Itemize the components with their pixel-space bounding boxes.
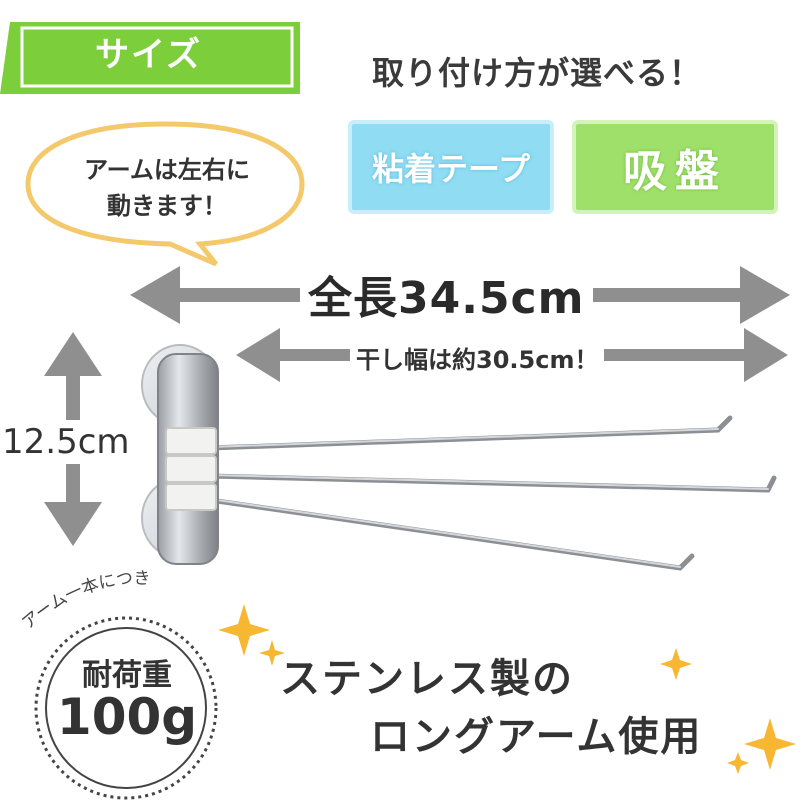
hinge-collars bbox=[165, 427, 217, 511]
suction-cup-option: 吸盤 bbox=[572, 120, 778, 214]
dry-width-label: 干し幅は約30.5cm！ bbox=[350, 340, 605, 375]
arms bbox=[207, 415, 777, 571]
feature-line-2: ロングアーム使用 bbox=[370, 714, 703, 760]
per-arm-text: アーム一本につき bbox=[18, 569, 150, 634]
total-length-label: 全長34.5cm bbox=[300, 262, 593, 326]
per-arm-arc-label: アーム一本につき bbox=[18, 569, 150, 634]
towel-bar-product bbox=[141, 344, 777, 571]
load-capacity-value: 100g bbox=[56, 688, 198, 746]
size-banner-label: サイズ bbox=[95, 35, 202, 75]
feature-line-1: ステンレス製の bbox=[280, 656, 574, 702]
mount-heading: 取り付け方が選べる！ bbox=[372, 54, 703, 92]
size-banner bbox=[0, 22, 300, 94]
load-capacity-label: 耐荷重 bbox=[82, 658, 172, 693]
speech-bubble bbox=[25, 121, 305, 267]
height-label: 12.5cm bbox=[2, 420, 130, 464]
bubble-line-1: アームは左右に bbox=[84, 156, 250, 184]
adhesive-tape-option: 粘着テープ bbox=[348, 120, 554, 214]
svg-text:アーム一本につき: アーム一本につき bbox=[18, 569, 150, 634]
bubble-line-2: 動きます！ bbox=[107, 192, 227, 220]
load-badge bbox=[34, 616, 218, 800]
